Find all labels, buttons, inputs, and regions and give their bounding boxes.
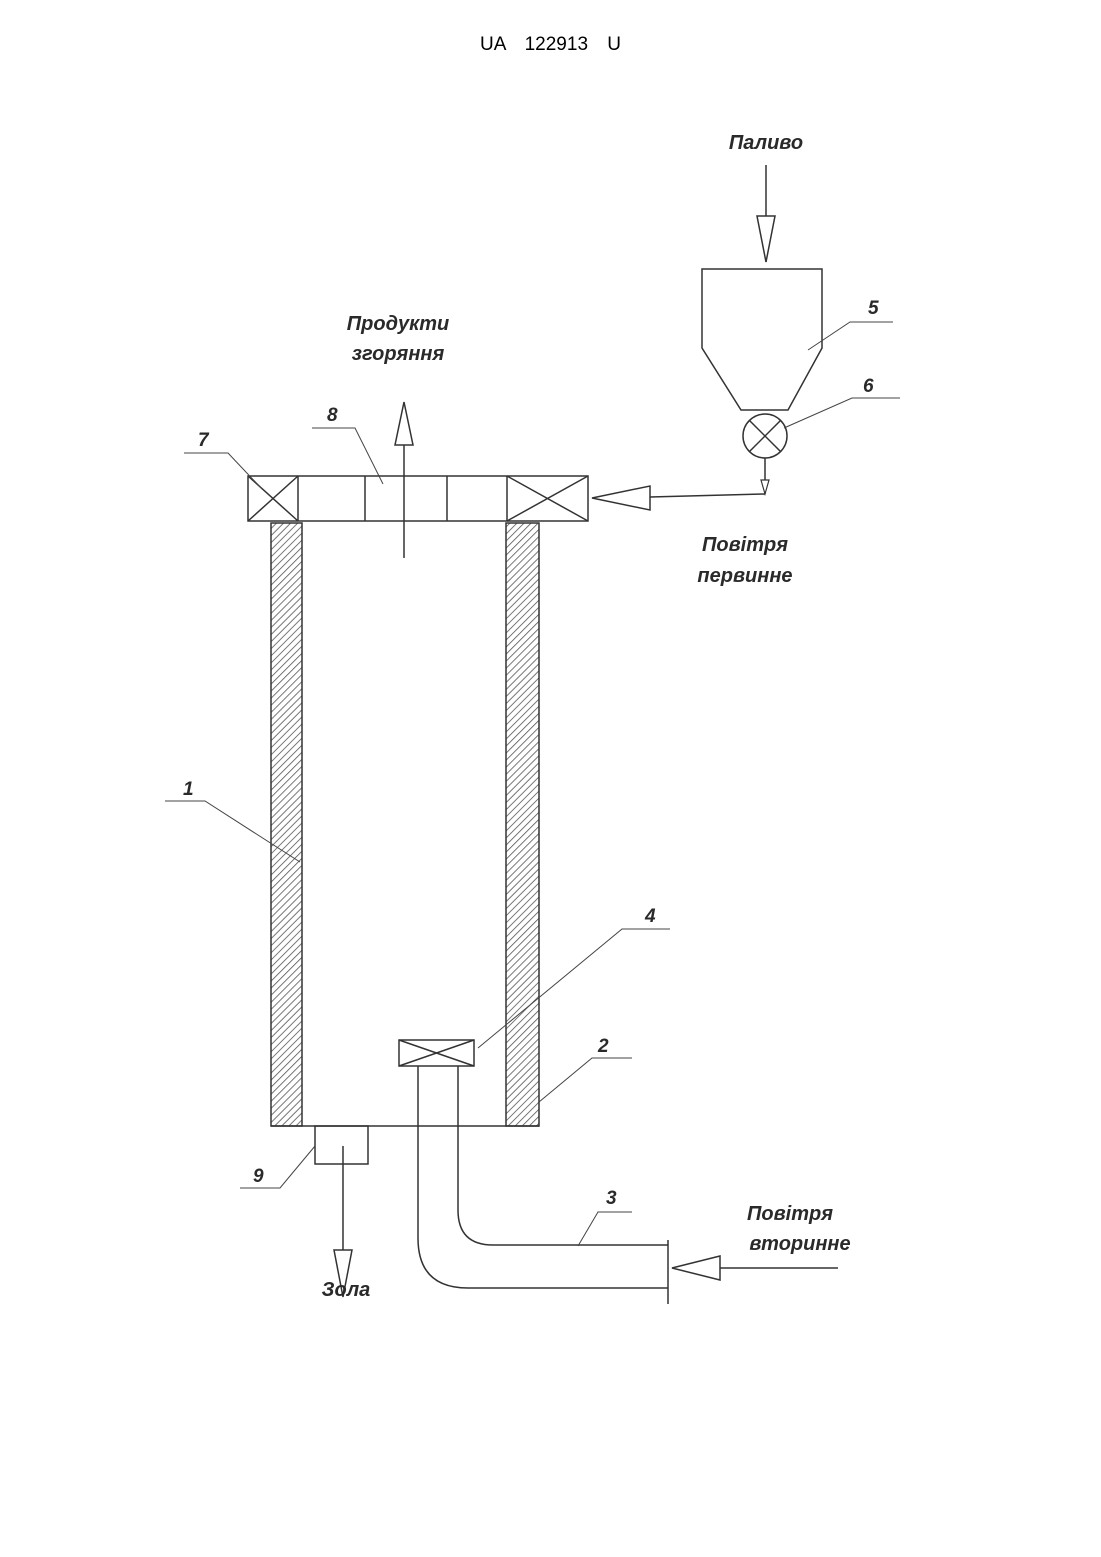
furnace-walls — [271, 523, 539, 1126]
secondary-air-nozzle — [399, 1040, 474, 1066]
callout-8: 8 — [327, 405, 338, 426]
callout-1: 1 — [183, 779, 194, 800]
combustion-products-label-1: Продукти — [347, 313, 449, 335]
fuel-hopper — [702, 269, 822, 410]
primary-air-label-2: первинне — [697, 565, 792, 587]
callout-6: 6 — [863, 376, 874, 397]
primary-air-arrow — [592, 486, 650, 510]
ash-label: Зола — [322, 1279, 371, 1301]
fuel-label: Паливо — [729, 132, 803, 154]
fuel-arrow — [757, 165, 775, 262]
callout-9: 9 — [253, 1166, 264, 1187]
callout-4: 4 — [644, 906, 656, 927]
callout-3: 3 — [606, 1188, 617, 1209]
combustion-products-arrow — [395, 402, 413, 558]
top-header-box — [248, 476, 588, 521]
secondary-air-pipe — [418, 1066, 668, 1304]
secondary-air-arrow — [672, 1256, 838, 1280]
combustion-products-label-2: згоряння — [352, 343, 445, 365]
secondary-air-label-2: вторинне — [749, 1233, 850, 1255]
rotary-feeder — [650, 414, 787, 497]
callout-7: 7 — [198, 430, 210, 451]
callout-5: 5 — [868, 298, 879, 319]
primary-air-label-1: Повітря — [702, 534, 788, 556]
ash-outlet — [315, 1126, 368, 1297]
secondary-air-label-1: Повітря — [747, 1203, 833, 1225]
callout-2: 2 — [597, 1036, 609, 1057]
